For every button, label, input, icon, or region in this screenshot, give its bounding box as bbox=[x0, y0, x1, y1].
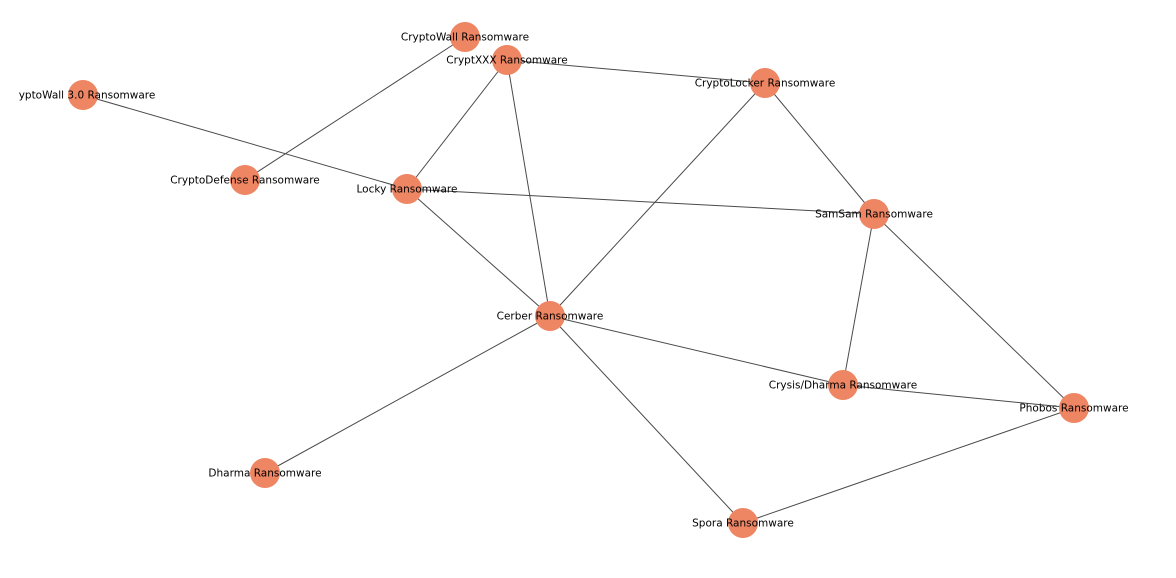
graph-node-label-locky: Locky Ransomware bbox=[357, 184, 458, 196]
graph-node-label-samsam: SamSam Ransomware bbox=[815, 209, 933, 221]
graph-edge-cryptxxx--cryptolocker bbox=[506, 59, 766, 84]
graph-node-label-phobos: Phobos Ransomware bbox=[1019, 403, 1128, 415]
graph-edge-cryptolocker--cerber bbox=[549, 82, 766, 317]
graph-node-label-cryptowall30: yptoWall 3.0 Ransomware bbox=[19, 90, 156, 102]
graph-edge-cryptxxx--cerber bbox=[506, 59, 551, 317]
graph-edge-samsam--phobos bbox=[873, 213, 1075, 409]
graph-node-cryptxxx bbox=[492, 45, 522, 75]
graph-node-cryptodefense bbox=[230, 165, 260, 195]
graph-edge-locky--cerber bbox=[406, 188, 551, 317]
graph-node-label-cryptodefense: CryptoDefense Ransomware bbox=[170, 175, 320, 187]
graph-node-label-cerber: Cerber Ransomware bbox=[497, 311, 604, 323]
graph-edge-samsam--crysis bbox=[842, 213, 875, 386]
graph-node-cryptolocker bbox=[750, 68, 780, 98]
graph-edge-spora--phobos bbox=[742, 407, 1075, 524]
graph-edge-cryptodefense--cryptowall bbox=[244, 36, 466, 181]
graph-edge-cerber--dharma bbox=[264, 315, 551, 474]
graph-node-locky bbox=[392, 174, 422, 204]
graph-node-phobos bbox=[1059, 393, 1089, 423]
graph-node-crysis bbox=[828, 370, 858, 400]
edges-layer bbox=[82, 36, 1075, 524]
graph-edge-cryptolocker--samsam bbox=[764, 82, 875, 215]
graph-node-cryptowall30 bbox=[68, 80, 98, 110]
graph-edge-cryptxxx--locky bbox=[406, 59, 508, 190]
graph-node-label-cryptowall: CryptoWall Ransomware bbox=[401, 32, 529, 44]
nodes-layer bbox=[68, 22, 1089, 538]
graph-node-samsam bbox=[859, 199, 889, 229]
graph-edge-locky--samsam bbox=[406, 188, 875, 215]
graph-node-cerber bbox=[535, 301, 565, 331]
graph-node-dharma bbox=[250, 458, 280, 488]
graph-node-label-crysis: Crysis/Dharma Ransomware bbox=[769, 380, 917, 392]
graph-edge-cerber--crysis bbox=[549, 315, 844, 386]
graph-edge-cryptowall30--locky bbox=[82, 94, 408, 190]
graph-node-label-spora: Spora Ransomware bbox=[692, 518, 794, 530]
graph-node-cryptowall bbox=[450, 22, 480, 52]
graph-node-label-cryptolocker: CryptoLocker Ransomware bbox=[695, 78, 836, 90]
graph-edge-crysis--phobos bbox=[842, 384, 1075, 409]
graph-node-label-cryptxxx: CryptXXX Ransomware bbox=[446, 55, 567, 67]
graph-edge-cerber--spora bbox=[549, 315, 744, 524]
graph-node-label-dharma: Dharma Ransomware bbox=[208, 468, 321, 480]
graph-node-spora bbox=[728, 508, 758, 538]
